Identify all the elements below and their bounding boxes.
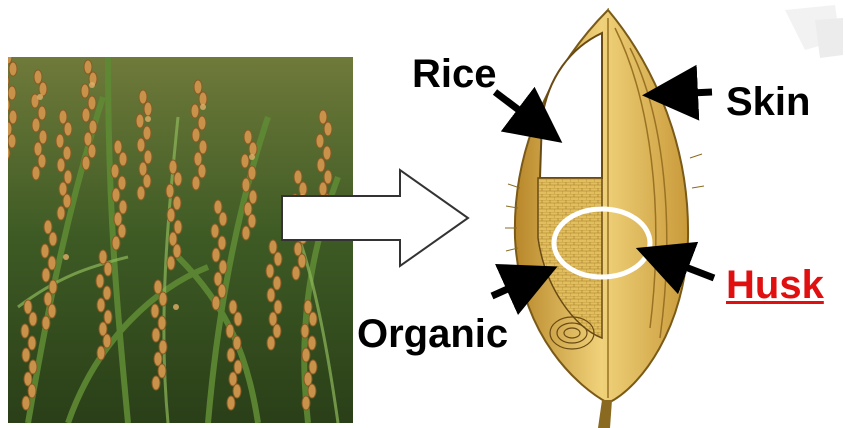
rice-grain-diagram bbox=[490, 8, 705, 428]
right-arrow-icon bbox=[280, 168, 470, 268]
organic-label: Organic bbox=[357, 314, 508, 354]
corner-decoration bbox=[775, 0, 845, 60]
skin-label: Skin bbox=[726, 82, 810, 122]
rice-label: Rice bbox=[412, 54, 497, 94]
husk-label: Husk bbox=[726, 265, 824, 305]
